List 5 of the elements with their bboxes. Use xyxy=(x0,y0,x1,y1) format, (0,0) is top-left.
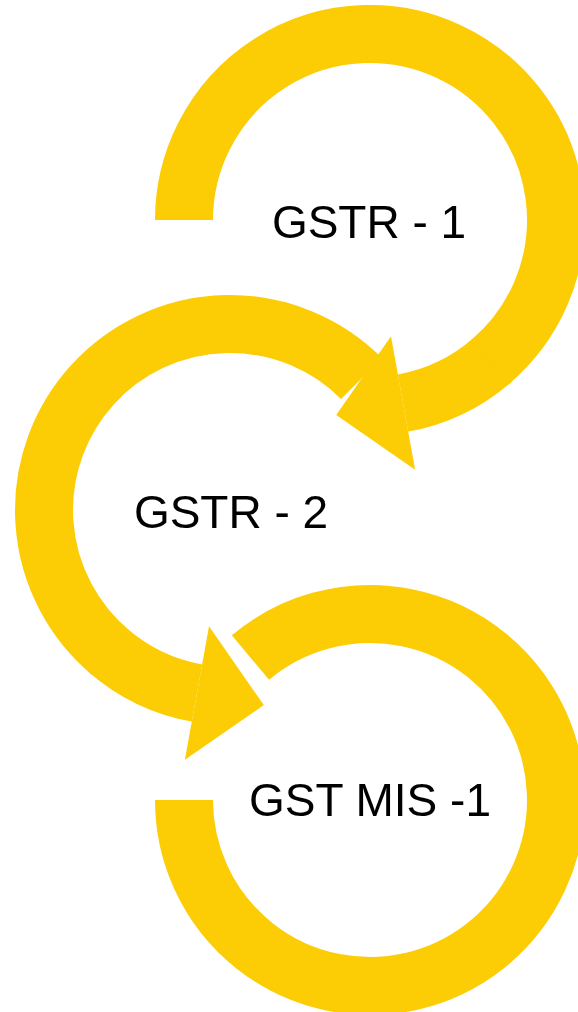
arrow xyxy=(89,627,263,760)
step-label: GSTR - 2 xyxy=(133,489,329,535)
step-label: GST MIS -1 xyxy=(249,777,491,823)
step-label: GSTR - 1 xyxy=(271,199,467,245)
arrow xyxy=(337,337,511,470)
